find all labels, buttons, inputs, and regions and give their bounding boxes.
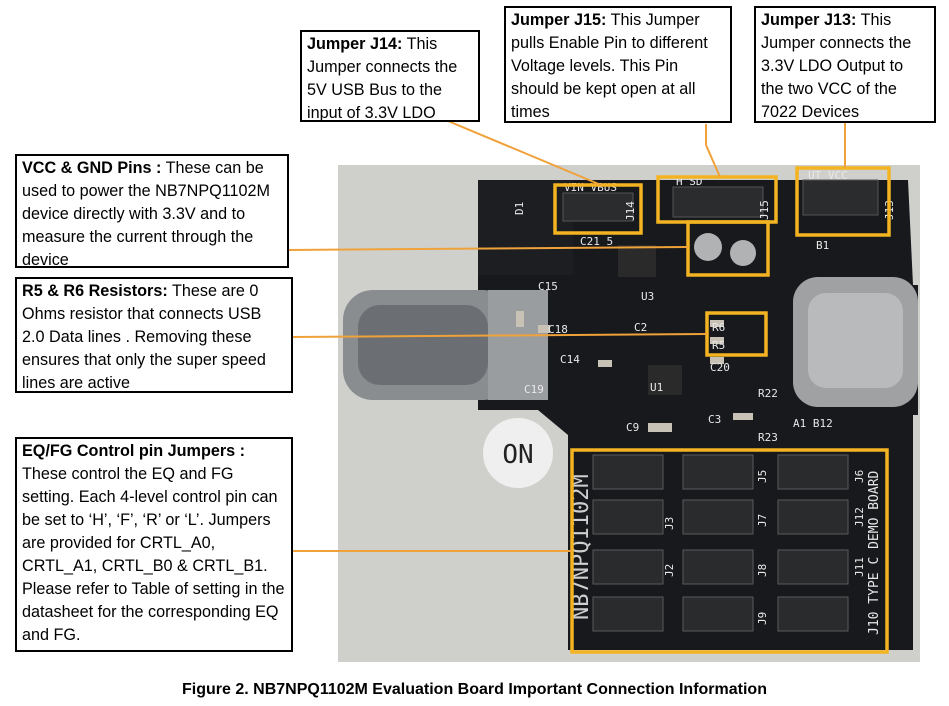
silk-c20: C20: [710, 361, 730, 374]
callout-jumper-j13: Jumper J13: This Jumper connects the 3.3…: [754, 6, 936, 123]
silk-j2: J2: [663, 564, 676, 577]
silk-c2: C2: [634, 321, 647, 334]
callout-vcc-gnd-pins: VCC & GND Pins : These can be used to po…: [15, 154, 289, 269]
callout-jumper-j15: Jumper J15: This Jumper pulls Enable Pin…: [504, 6, 732, 123]
silk-j3: J3: [663, 517, 676, 530]
callout-j15-body: This Jumper pulls Enable Pin to differen…: [511, 11, 708, 121]
silk-j11: J11: [853, 557, 866, 577]
silk-c3: C3: [708, 413, 721, 426]
callout-j13-body: This Jumper connects the 3.3V LDO Output…: [761, 11, 912, 121]
callout-jumper-j14: Jumper J14: This Jumper connects the 5V …: [300, 30, 480, 122]
silk-c18: C18: [548, 323, 568, 336]
silk-c15: C15: [538, 280, 558, 293]
evaluation-board-photo: ON VIN VBUS J14 H SD J15 UT VCC J13 C21 …: [338, 165, 920, 662]
silk-b1: B1: [816, 239, 829, 252]
silk-j9: J9: [756, 612, 769, 625]
silk-u1: U1: [650, 381, 663, 394]
callout-r5r6-body: These are 0 Ohms resistor that connects …: [22, 282, 266, 392]
silk-j12: J12: [853, 507, 866, 527]
silk-on: ON: [502, 440, 533, 470]
callout-eqfg-title: EQ/FG Control pin Jumpers :: [22, 442, 246, 460]
silk-j13: J13: [883, 200, 896, 220]
silk-d1: D1: [513, 202, 526, 215]
silk-c9: C9: [626, 421, 639, 434]
callout-j13-title: Jumper J13:: [761, 11, 857, 29]
silk-j14: J14: [624, 201, 637, 221]
silk-c14: C14: [560, 353, 580, 366]
callout-r5-r6-resistors: R5 & R6 Resistors: These are 0 Ohms resi…: [15, 277, 293, 393]
silk-a1b12: A1 B12: [793, 417, 833, 430]
callout-eqfg-body: These control the EQ and FG setting. Eac…: [22, 465, 285, 644]
callout-vcc-body: These can be used to power the NB7NPQ110…: [22, 159, 271, 269]
silk-j8: J8: [756, 564, 769, 577]
silk-c21: C21 5: [580, 235, 613, 248]
silk-vin-vbus: VIN VBUS: [564, 181, 617, 194]
silk-j7: J7: [756, 514, 769, 527]
silk-j5: J5: [756, 470, 769, 483]
silk-j15: J15: [758, 200, 771, 220]
silk-r5: R5: [712, 339, 725, 352]
silk-r23: R23: [758, 431, 778, 444]
callout-r5r6-title: R5 & R6 Resistors:: [22, 282, 168, 300]
silk-h-sd: H SD: [676, 175, 703, 188]
silk-c19: C19: [524, 383, 544, 396]
silk-board: J10 TYPE C DEMO BOARD: [867, 470, 882, 635]
callout-j15-title: Jumper J15:: [511, 11, 607, 29]
silk-vcc: UT VCC: [808, 169, 848, 182]
figure-caption: Figure 2. NB7NPQ1102M Evaluation Board I…: [182, 681, 767, 698]
callout-eq-fg-jumpers: EQ/FG Control pin Jumpers : These contro…: [15, 437, 293, 652]
silk-part: NB7NPQ1102M: [569, 474, 594, 620]
silk-r6: R6: [712, 321, 725, 334]
silk-r22: R22: [758, 387, 778, 400]
callout-vcc-title: VCC & GND Pins :: [22, 159, 162, 177]
silk-j6: J6: [853, 470, 866, 483]
callout-j14-title: Jumper J14:: [307, 35, 403, 53]
silk-u3: U3: [641, 290, 654, 303]
callout-j14-body: This Jumper connects the 5V USB Bus to t…: [307, 35, 458, 122]
